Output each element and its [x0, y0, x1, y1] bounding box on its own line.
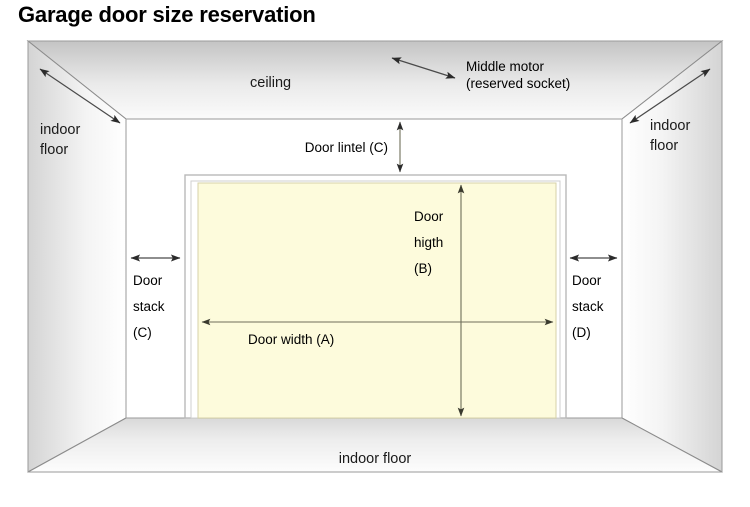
door-height-label-line1: Door	[414, 209, 444, 224]
ceiling-surface	[26, 40, 724, 120]
middle-motor-label-line2: (reserved socket)	[466, 76, 570, 91]
indoor-floor-right-label-line1: indoor	[650, 118, 690, 134]
door-width-dimension: Door width (A)	[201, 318, 554, 347]
door-height-dimension: Door higth (B)	[414, 184, 465, 417]
indoor-floor-right-arrow	[629, 68, 711, 124]
middle-motor-arrow	[391, 57, 456, 79]
indoor-floor-left-label-line1: indoor	[40, 122, 80, 138]
indoor-floor-left-label-line2: floor	[40, 142, 68, 158]
indoor-floor-left-arrow	[39, 68, 121, 124]
middle-motor-callout: Middle motor (reserved socket)	[391, 57, 570, 91]
door-stack-left-label-line1: Door	[133, 273, 163, 288]
door-lintel-dimension: Door lintel (C)	[305, 121, 404, 173]
middle-motor-label-line1: Middle motor	[466, 59, 545, 74]
door-stack-right-dimension: Door stack (D)	[569, 254, 618, 340]
door-lintel-label: Door lintel (C)	[305, 140, 388, 155]
door-stack-right-label-line3: (D)	[572, 325, 591, 340]
door-height-label-line3: (B)	[414, 261, 432, 276]
door-stack-left-label-line3: (C)	[133, 325, 152, 340]
door-width-label: Door width (A)	[248, 332, 334, 347]
door-panel	[197, 182, 557, 419]
ceiling-label: ceiling	[250, 75, 291, 91]
door-stack-right-label-line1: Door	[572, 273, 602, 288]
page-title: Garage door size reservation	[18, 2, 316, 27]
door-height-label-line2: higth	[414, 235, 443, 250]
indoor-floor-right-label-line2: floor	[650, 138, 678, 154]
door-stack-left-dimension: Door stack (C)	[130, 254, 181, 340]
door-assembly	[184, 174, 567, 419]
door-stack-left-label-line2: stack	[133, 299, 165, 314]
diagram-outline	[27, 40, 723, 473]
door-stack-right-label-line2: stack	[572, 299, 604, 314]
indoor-floor-bottom-label: indoor floor	[339, 451, 412, 467]
